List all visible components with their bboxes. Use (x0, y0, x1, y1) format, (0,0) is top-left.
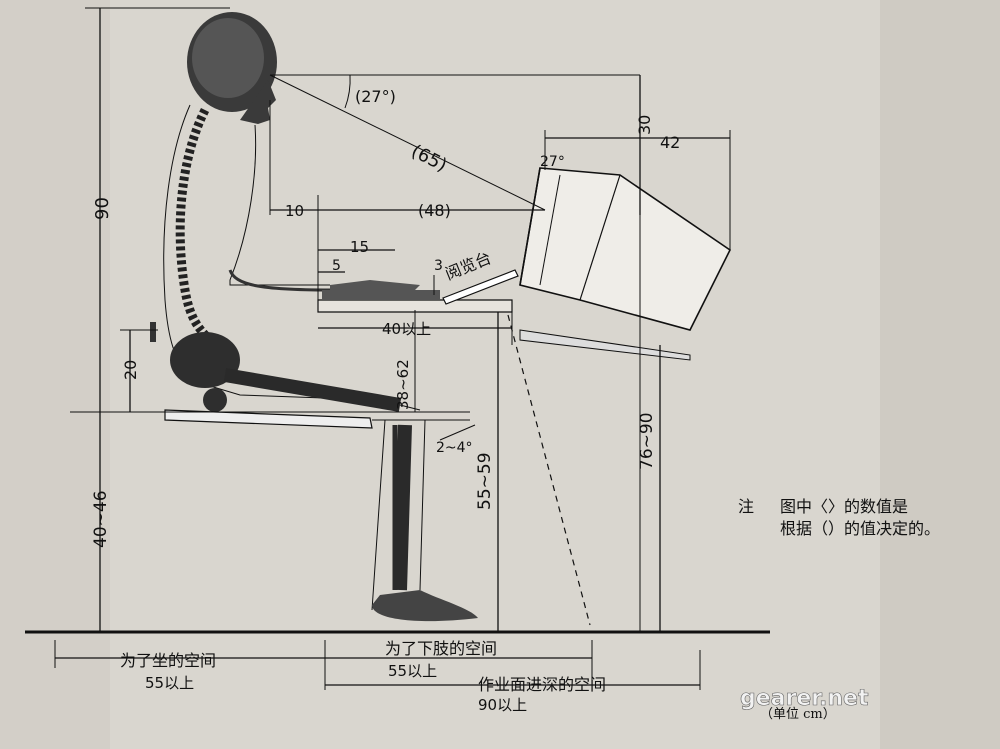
spine-icon (175, 107, 214, 344)
monitor-stand (519, 329, 691, 361)
label-keyboard-distance: 15 (350, 238, 369, 256)
label-thigh-clearance: 38~62 (394, 359, 412, 410)
label-leg-space-1: 为了下肢的空间 (385, 639, 497, 658)
label-screen-angle: 27° (540, 154, 565, 170)
chair-seat (164, 409, 373, 429)
forearm (228, 269, 331, 292)
label-screen-distance: (48) (418, 201, 451, 220)
desk (317, 167, 732, 626)
reading-stand (442, 269, 519, 305)
label-eye-angle: (27°) (355, 87, 396, 106)
unit-label: （单位 cm） (760, 707, 836, 722)
space-labels: 为了坐的空间 55以上 为了下肢的空间 55以上 作业面进深的空间 90以上 (120, 639, 606, 714)
seated-skeleton-figure (163, 12, 478, 622)
label-work-space-1: 作业面进深的空间 (478, 675, 606, 694)
label-eye-height: 90 (92, 197, 113, 220)
label-work-space-2: 90以上 (478, 696, 527, 714)
dimension-lines (54, 7, 731, 690)
label-seat-tilt: 2~4° (436, 440, 473, 456)
note-line-1: 图中〈〉的数值是 (780, 497, 908, 516)
femur-icon (223, 368, 402, 412)
label-leg-space-2: 55以上 (388, 662, 437, 680)
foot-icon (372, 590, 478, 622)
label-backrest: 20 (121, 360, 140, 380)
label-knee-space: 55~59 (475, 452, 495, 510)
dimension-labels: 90 40~46 20 (27°) (65) 10 (48) 15 5 3 阅览… (91, 87, 680, 548)
label-seat-space-1: 为了坐的空间 (120, 651, 216, 670)
note-line-2: 根据（）的值决定的。 (780, 519, 940, 538)
note-prefix: 注 (738, 497, 754, 516)
label-reading-stand: 阅览台 (442, 248, 494, 284)
label-table-height: 76~90 (637, 412, 657, 470)
label-keyboard-small: 5 (332, 258, 341, 274)
pelvis-icon (170, 332, 240, 388)
label-view-distance: (65) (408, 141, 450, 176)
label-seat-height: 40~46 (91, 490, 111, 548)
label-screen-top: 30 (635, 115, 654, 135)
label-desk-depth: 40以上 (382, 320, 431, 338)
knee-limit-line (507, 314, 591, 626)
label-screen-depth: 42 (660, 133, 680, 152)
watermark: gearer.net (740, 686, 869, 711)
label-eye-offset: 10 (285, 202, 304, 220)
tibia-icon (393, 424, 412, 591)
label-seat-space-2: 55以上 (145, 674, 194, 692)
label-holder-height: 3 (434, 258, 443, 274)
chair (150, 322, 373, 429)
monitor-icon (519, 167, 732, 331)
note-block: 注 图中〈〉的数值是 根据（）的值决定的。 (738, 497, 940, 538)
backrest (150, 322, 156, 342)
keyboard-icon (322, 290, 440, 300)
